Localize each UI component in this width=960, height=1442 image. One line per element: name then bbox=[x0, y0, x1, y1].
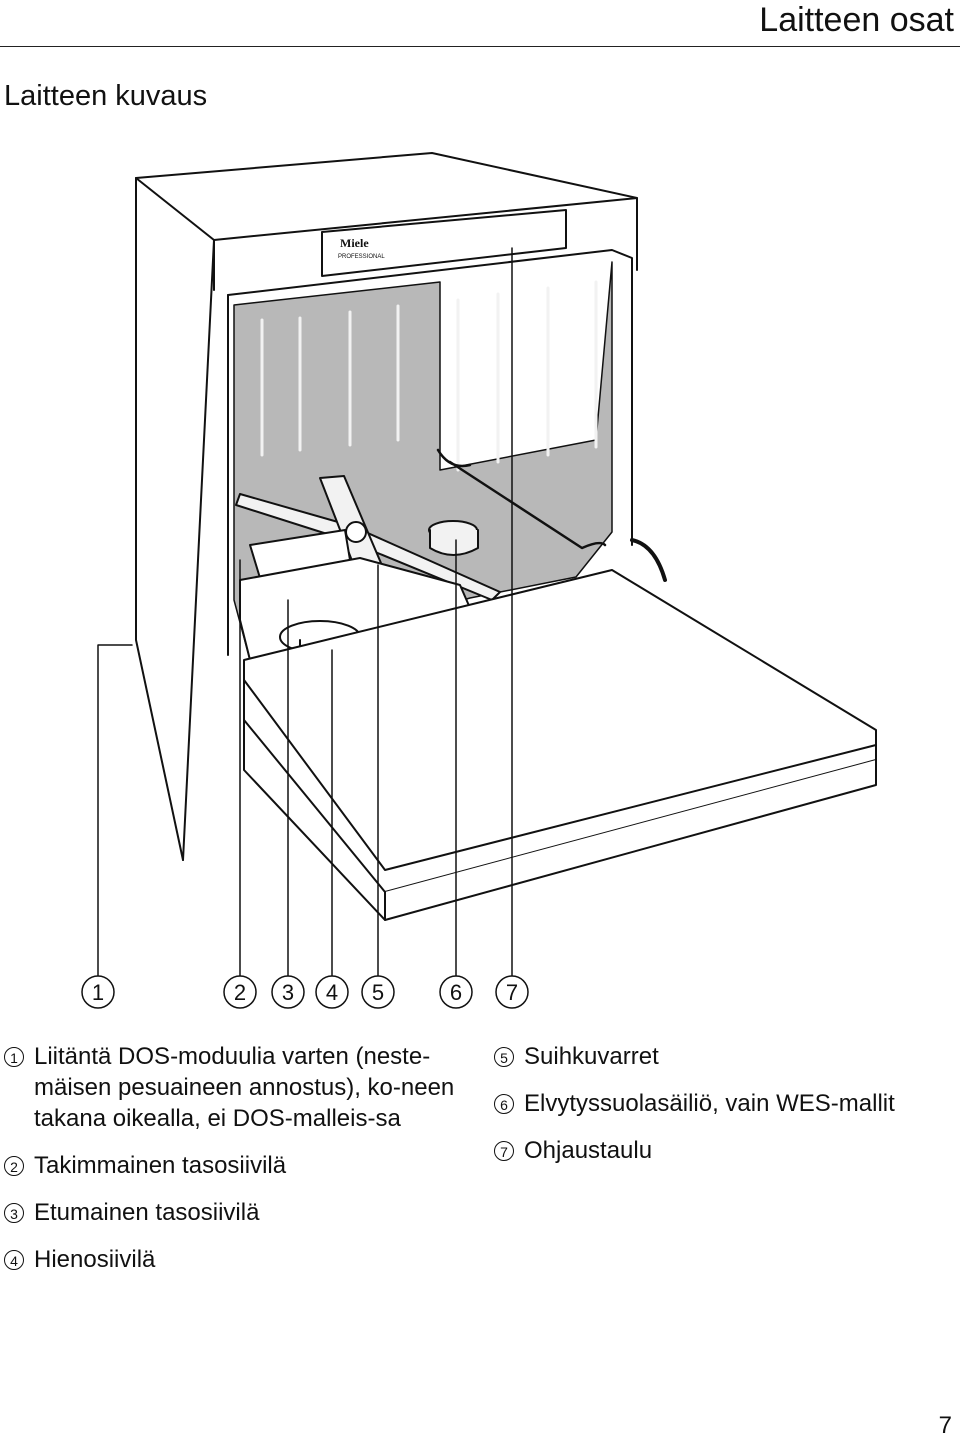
callout-label: 1 bbox=[92, 980, 104, 1005]
callout-circle-7 bbox=[495, 975, 529, 1009]
legend-text: Takimmainen tasosiivilä bbox=[34, 1152, 287, 1179]
legend-item: 1 Liitäntä DOS-moduulia varten (neste-mä… bbox=[4, 1041, 474, 1134]
callout-label: 4 bbox=[326, 980, 338, 1005]
legend-text: Elvytyssuolasäiliö, vain WES-mallit bbox=[524, 1090, 895, 1117]
callout-group bbox=[81, 975, 529, 1009]
callout-circle-2 bbox=[223, 975, 257, 1009]
legend-item: 3 Etumainen tasosiivilä bbox=[4, 1197, 474, 1228]
brand-sub: PROFESSIONAL bbox=[338, 254, 385, 260]
legend-number: 1 bbox=[4, 1047, 24, 1067]
legend-number: 2 bbox=[4, 1156, 24, 1176]
callout-circle-6 bbox=[439, 975, 473, 1009]
legend-item: 5 Suihkuvarret bbox=[494, 1041, 954, 1072]
legend-text: Suihkuvarret bbox=[524, 1043, 659, 1070]
legend-number: 6 bbox=[494, 1094, 514, 1114]
legend-item: 6 Elvytyssuolasäiliö, vain WES-mallit bbox=[494, 1088, 954, 1119]
legend-text: Hienosiivilä bbox=[34, 1246, 156, 1273]
page-header-title: Laitteen osat bbox=[759, 1, 954, 39]
legend-left: 1 Liitäntä DOS-moduulia varten (neste-mä… bbox=[4, 1041, 474, 1291]
legend-text: Etumainen tasosiivilä bbox=[34, 1199, 260, 1226]
callout-circle-1 bbox=[81, 975, 115, 1009]
legend-number: 4 bbox=[4, 1250, 24, 1270]
legend-item: 4 Hienosiivilä bbox=[4, 1244, 474, 1275]
legend-number: 7 bbox=[494, 1141, 514, 1161]
header-divider bbox=[0, 46, 960, 47]
callout-label: 3 bbox=[282, 980, 294, 1005]
callout-circle-5 bbox=[361, 975, 395, 1009]
callout-circle-4 bbox=[315, 975, 349, 1009]
callout-label: 5 bbox=[372, 980, 384, 1005]
section-title: Laitteen kuvaus bbox=[4, 80, 208, 112]
brand-logo: Miele bbox=[340, 236, 369, 250]
legend-item: 7 Ohjaustaulu bbox=[494, 1135, 954, 1166]
callout-label: 7 bbox=[506, 980, 518, 1005]
dishwasher-illustration: Miele PROFESSIONAL 1 2 3 4 5 6 7 bbox=[81, 152, 877, 1009]
legend-right: 5 Suihkuvarret 6 Elvytyssuolasäiliö, vai… bbox=[494, 1041, 954, 1182]
callout-label: 6 bbox=[450, 980, 462, 1005]
legend-number: 3 bbox=[4, 1203, 24, 1223]
page-number: 7 bbox=[938, 1412, 952, 1439]
legend-text: Ohjaustaulu bbox=[524, 1137, 653, 1164]
legend-item: 2 Takimmainen tasosiivilä bbox=[4, 1150, 474, 1181]
legend-text: Liitäntä DOS-moduulia varten (neste-mäis… bbox=[34, 1043, 455, 1132]
callout-circle-3 bbox=[271, 975, 305, 1009]
callout-label: 2 bbox=[234, 980, 246, 1005]
legend-number: 5 bbox=[494, 1047, 514, 1067]
